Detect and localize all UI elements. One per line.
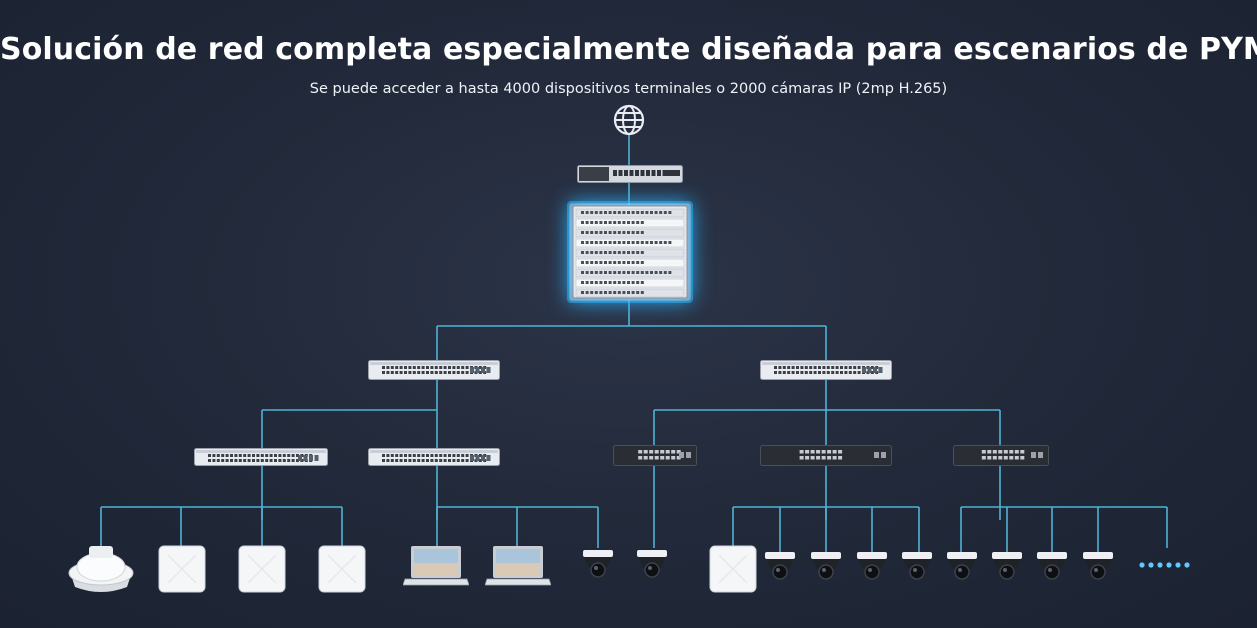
access-switch-icon xyxy=(368,448,500,466)
ceiling-access-point-icon xyxy=(318,545,366,593)
modular-core-switch-icon xyxy=(567,201,693,303)
dome-camera-icon xyxy=(853,550,891,592)
dome-camera-icon xyxy=(1079,550,1117,592)
dome-camera-icon xyxy=(761,550,799,592)
globe-icon xyxy=(613,104,645,136)
dome-camera-icon xyxy=(1033,550,1071,592)
page-subtitle: Se puede acceder a hasta 4000 dispositiv… xyxy=(309,81,948,97)
dome-camera-icon xyxy=(943,550,981,592)
dome-camera-icon xyxy=(807,550,845,592)
aggregation-switch-icon xyxy=(760,360,892,380)
laptop-icon xyxy=(403,545,469,587)
ellipsis-icon xyxy=(1138,560,1196,570)
ceiling-access-point-icon xyxy=(709,545,757,593)
ceiling-access-point-icon xyxy=(158,545,206,593)
dome-camera-icon xyxy=(988,550,1026,592)
aggregation-switch-icon xyxy=(368,360,500,380)
desktop-switch-icon xyxy=(760,445,892,466)
desktop-switch-icon xyxy=(613,445,697,466)
dome-camera-icon xyxy=(579,548,617,590)
laptop-icon xyxy=(485,545,551,587)
page-title: Solución de red completa especialmente d… xyxy=(0,32,1257,67)
dome-camera-icon xyxy=(633,548,671,590)
outdoor-access-point-icon xyxy=(67,545,135,595)
ceiling-access-point-icon xyxy=(238,545,286,593)
gateway-router-icon xyxy=(577,165,683,183)
dome-camera-icon xyxy=(898,550,936,592)
desktop-switch-icon xyxy=(953,445,1049,466)
access-switch-icon xyxy=(194,448,328,466)
